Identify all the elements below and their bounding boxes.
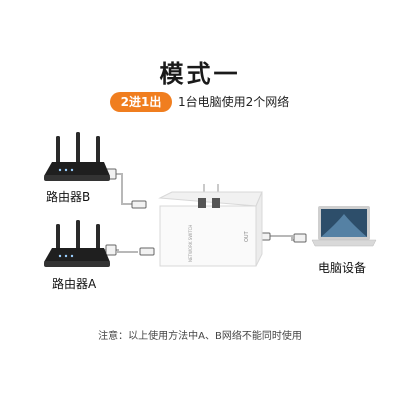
computer-label: 电脑设备	[318, 261, 367, 275]
plug-router-a	[105, 244, 117, 256]
router-b-label: 路由器B	[46, 190, 91, 204]
router-b-icon	[44, 132, 110, 181]
laptop-icon	[311, 206, 377, 247]
plug-computer	[293, 233, 307, 243]
usage-note: 注意：以上使用方法中A、B网络不能同时使用	[98, 331, 302, 342]
plug-switch-a	[139, 247, 155, 256]
mode-badge: 2进1出	[110, 92, 172, 112]
cable-switch-top	[203, 184, 219, 192]
router-a-icon	[44, 220, 110, 267]
mode-description: 1台电脑使用2个网络	[178, 95, 290, 109]
network-switch-icon: NETWORK SWITCH OUT	[158, 191, 263, 267]
page-title: 模式一	[159, 60, 241, 88]
switch-out-mark: OUT	[244, 230, 250, 242]
plug-switch-b	[131, 200, 147, 209]
router-a-label: 路由器A	[52, 277, 97, 291]
switch-brand-text: NETWORK SWITCH	[188, 225, 193, 262]
